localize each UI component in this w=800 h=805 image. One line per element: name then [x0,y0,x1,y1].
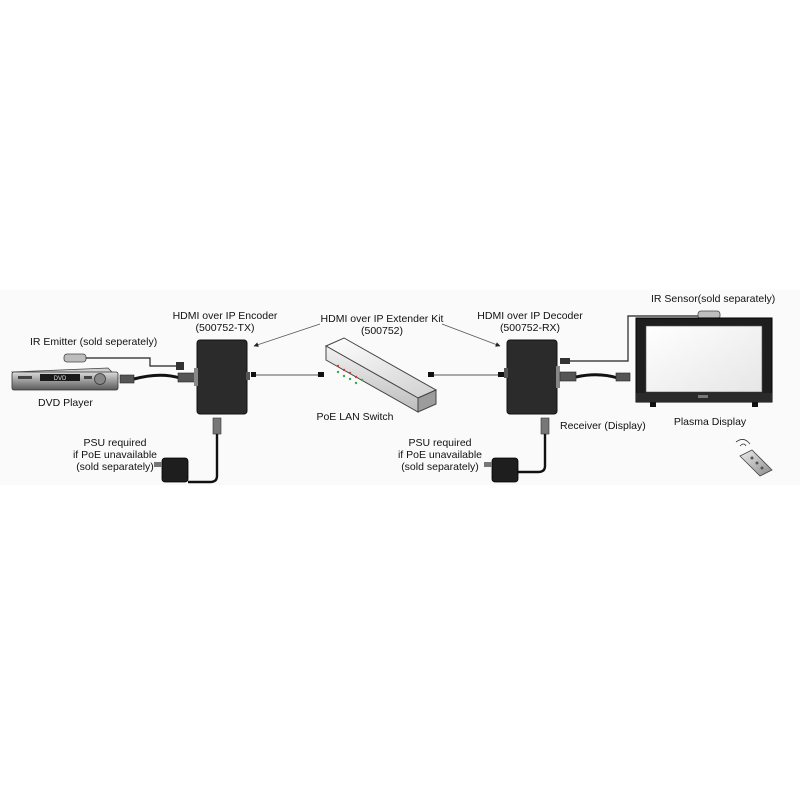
psu-right-line-1: PSU required [408,437,472,449]
psu-left [154,417,222,484]
psu-left-line-1: PSU required [83,437,147,449]
ir-emitter-label: IR Emitter (sold seperately) [30,336,158,348]
remote-control-icon [735,439,773,477]
ir-emitter-icon [63,353,184,370]
lan-cable-left [251,372,324,377]
psu-right-label: PSU required if PoE unavailable (sold se… [385,437,495,473]
ir-sensor-cable [560,310,721,364]
decoder-model: (500752-RX) [499,322,561,334]
receiver-label: Receiver (Display) [560,420,646,432]
decoder-label: HDMI over IP Decoder (500752-RX) [465,310,595,334]
encoder-box [194,339,250,415]
psu-left-line-2: if PoE unavailable [72,449,158,461]
psu-right-line-2: if PoE unavailable [397,449,483,461]
kit-title: HDMI over IP Extender Kit [320,313,444,325]
psu-left-line-3: (sold separately) [76,461,154,473]
ir-sensor-label: IR Sensor(sold separately) [651,293,776,305]
psu-left-label: PSU required if PoE unavailable (sold se… [60,437,170,473]
encoder-label: HDMI over IP Encoder (500752-TX) [160,310,290,334]
dvd-player: DVD [11,367,119,391]
kit-model: (500752) [360,325,404,337]
hdmi-cable-left [119,372,197,384]
encoder-model: (500752-TX) [195,322,255,334]
dvd-player-label: DVD Player [38,397,93,409]
kit-label: HDMI over IP Extender Kit (500752) [312,313,452,337]
decoder-box [504,339,560,415]
encoder-title: HDMI over IP Encoder [172,310,278,322]
lan-cable-right [428,372,504,377]
poe-lan-switch [324,337,438,413]
poe-switch-label: PoE LAN Switch [316,411,394,423]
decoder-title: HDMI over IP Decoder [477,310,583,322]
hdmi-cable-right [559,371,631,382]
kit-leader-lines [253,323,501,347]
plasma-display [635,317,773,407]
svg-text:DVD: DVD [54,376,67,382]
psu-right [484,417,550,483]
psu-right-line-3: (sold separately) [401,461,479,473]
plasma-display-label: Plasma Display [673,416,747,428]
